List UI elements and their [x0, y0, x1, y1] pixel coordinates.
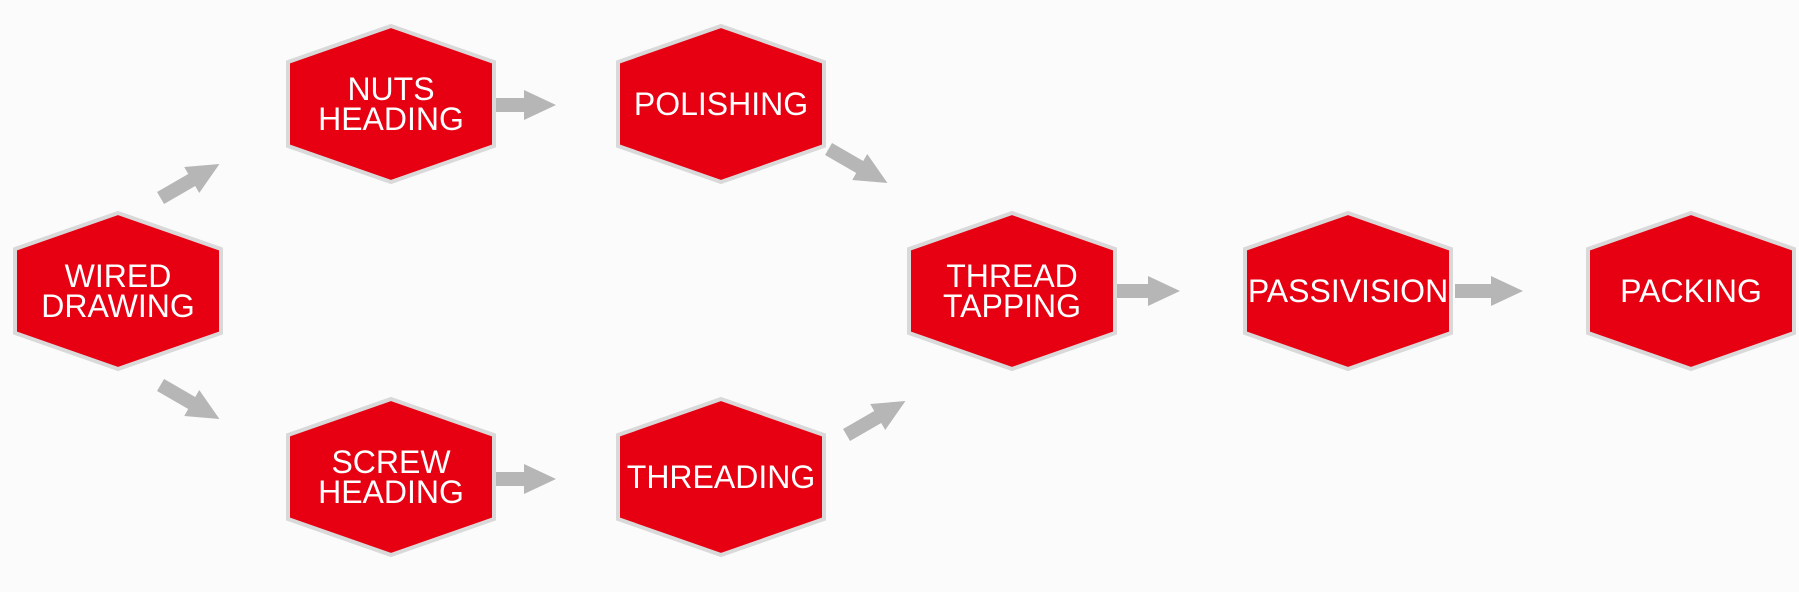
arrows-layer — [157, 90, 1523, 494]
flow-arrow-threading-to-thread-tapping — [843, 401, 906, 442]
hexagon-shape — [1243, 210, 1453, 372]
arrow-icon — [488, 90, 556, 120]
arrow-icon — [1112, 276, 1180, 306]
step-label: TAPPING — [943, 288, 1081, 324]
flow-arrow-polishing-to-thread-tapping — [825, 142, 888, 183]
arrow-icon — [1455, 276, 1523, 306]
step-label: THREAD — [946, 258, 1078, 294]
process-step-packing: PACKING — [1586, 210, 1796, 372]
arrow-icon — [488, 464, 556, 494]
arrow-icon — [157, 164, 220, 205]
step-label: DRAWING — [41, 288, 194, 324]
step-label: POLISHING — [634, 86, 808, 122]
step-label: WIRED — [65, 258, 172, 294]
arrow-icon — [157, 378, 220, 419]
process-step-polishing: POLISHING — [616, 23, 826, 185]
step-label: THREADING — [627, 459, 815, 495]
flow-arrow-wired-drawing-to-screw-heading — [157, 378, 220, 419]
arrow-icon — [843, 401, 906, 442]
flow-arrow-wired-drawing-to-nuts-heading — [157, 164, 220, 205]
hexagon-shape — [1586, 210, 1796, 372]
hexagon-shape — [286, 396, 496, 558]
process-step-passivision: PASSIVISION — [1243, 210, 1453, 372]
flow-arrow-screw-heading-to-threading — [488, 464, 556, 494]
process-step-threading: THREADING — [616, 396, 826, 558]
step-label: PASSIVISION — [1248, 273, 1448, 309]
hexagon-shape — [286, 23, 496, 185]
flow-arrow-thread-tapping-to-passivision — [1112, 276, 1180, 306]
step-label: HEADING — [318, 101, 464, 137]
step-label: NUTS — [347, 71, 434, 107]
step-label: PACKING — [1620, 273, 1762, 309]
flow-arrow-passivision-to-packing — [1455, 276, 1523, 306]
step-label: HEADING — [318, 474, 464, 510]
arrow-icon — [825, 142, 888, 183]
flow-arrow-nuts-heading-to-polishing — [488, 90, 556, 120]
hexagon-shape — [616, 23, 826, 185]
hexagon-shape — [13, 210, 223, 372]
hexagon-shape — [616, 396, 826, 558]
hexagon-shape — [907, 210, 1117, 372]
step-label: SCREW — [331, 444, 451, 480]
